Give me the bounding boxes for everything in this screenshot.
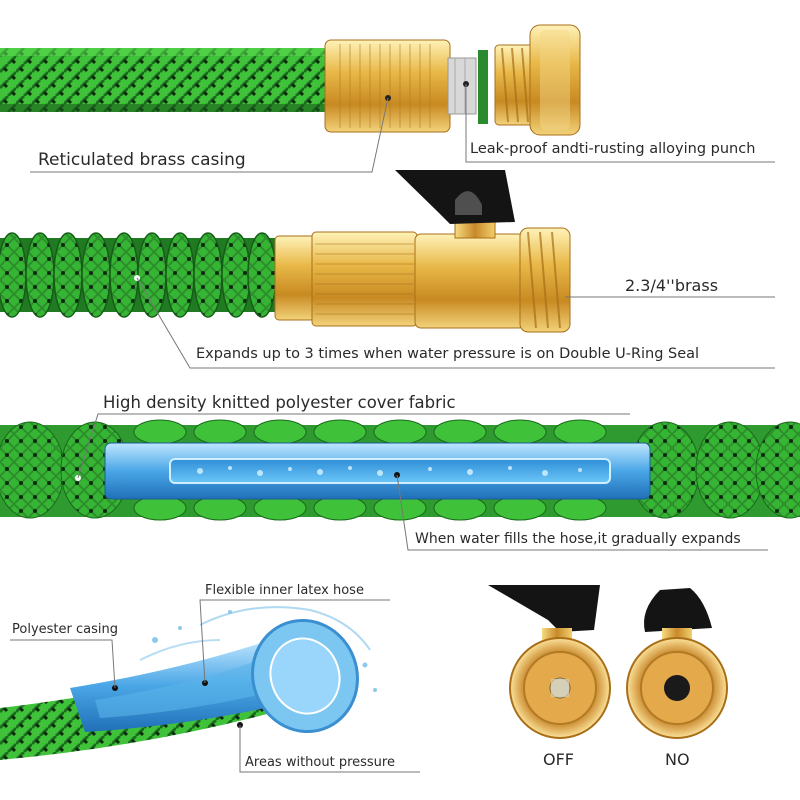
hose-segment-coiled <box>0 232 285 318</box>
valve-handle-top <box>395 170 515 224</box>
label-water-fills-hose: When water fills the hose,it gradually e… <box>415 531 741 547</box>
leader-high-density <box>77 413 630 479</box>
alloy-punch-fitting <box>463 24 581 136</box>
label-reticulated-brass-casing: Reticulated brass casing <box>38 150 246 170</box>
label-polyester-casing: Polyester casing <box>12 622 118 637</box>
label-leak-proof-punch: Leak-proof andti-rusting alloying punch <box>470 141 756 157</box>
label-valve-no: NO <box>665 750 690 769</box>
leader-inner-latex <box>199 599 390 684</box>
leader-reticulated <box>30 97 389 173</box>
label-areas-without-pressure: Areas without pressure <box>245 755 395 770</box>
valve-off <box>488 585 611 739</box>
brass-connector-with-valve <box>274 217 571 333</box>
leader-areas-without-pressure <box>239 725 420 773</box>
leader-polyester-casing <box>10 639 116 689</box>
label-brass-size: 2.3/4''brass <box>625 276 719 295</box>
hose-segment-top <box>0 48 335 112</box>
leader-leak-proof <box>465 84 775 163</box>
brass-casing-top <box>324 39 477 133</box>
label-valve-off: OFF <box>543 750 574 769</box>
label-expands: Expands up to 3 times when water pressur… <box>196 346 700 362</box>
leader-expands <box>136 277 775 369</box>
leader-water-fills <box>396 474 768 551</box>
inner-tube-filled <box>104 442 651 500</box>
valve-no <box>626 588 728 739</box>
label-inner-latex-hose: Flexible inner latex hose <box>205 583 364 598</box>
label-high-density-fabric: High density knitted polyester cover fab… <box>103 393 456 412</box>
hose-cutaway <box>0 606 377 760</box>
